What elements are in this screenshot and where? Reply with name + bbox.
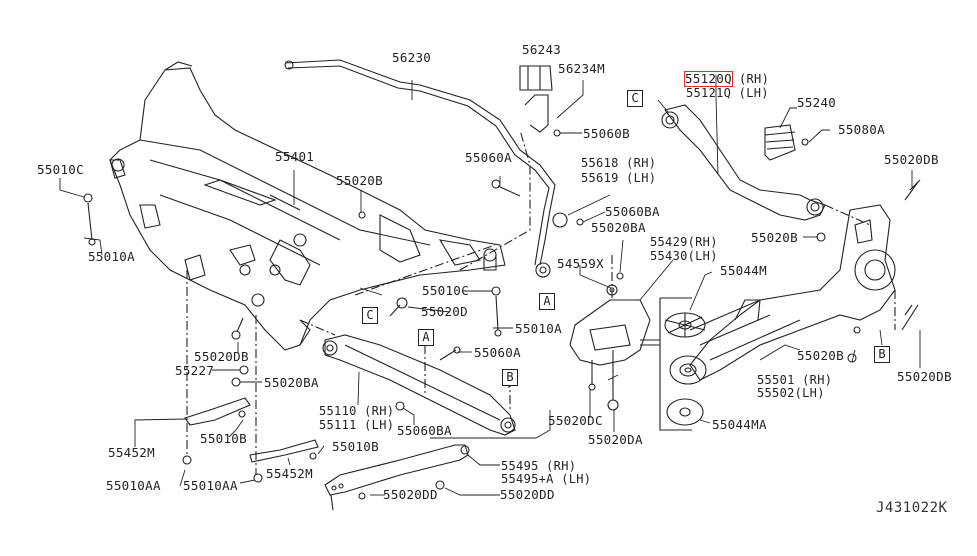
leader-lines — [60, 66, 920, 495]
part-label-55060b[interactable]: 55060B — [583, 126, 630, 141]
part-label-55401[interactable]: 55401 — [275, 149, 315, 164]
part-label-55121q[interactable]: 55121Q (LH) — [686, 86, 769, 100]
part-label-55110[interactable]: 55110 (RH) — [319, 404, 395, 418]
part-label-55010c[interactable]: 55010C — [422, 283, 469, 298]
upper-arm-drawing — [662, 105, 825, 220]
part-label-55452m[interactable]: 55452M — [108, 445, 155, 460]
part-label-55020ba[interactable]: 55020BA — [591, 220, 646, 235]
part-label-55020b[interactable]: 55020B — [797, 348, 844, 363]
callout-box-a: A — [539, 293, 555, 310]
part-label-55060ba[interactable]: 55060BA — [605, 204, 660, 219]
subframe-drawing — [110, 62, 505, 350]
part-label-55111[interactable]: 55111 (LH) — [319, 418, 395, 432]
callout-box-c: C — [362, 307, 378, 324]
part-label-55618[interactable]: 55618 (RH) — [581, 156, 657, 170]
stabilizer-bar-drawing — [285, 60, 583, 277]
callout-box-b: B — [874, 346, 890, 363]
part-label-55452m[interactable]: 55452M — [266, 466, 313, 481]
part-label-55060ba[interactable]: 55060BA — [397, 423, 452, 438]
diagram-reference-code: J431022K — [876, 500, 948, 516]
part-label-55429[interactable]: 55429(RH) — [650, 235, 718, 249]
part-label-55010c[interactable]: 55010C — [37, 162, 84, 177]
hardware-drawing — [84, 194, 856, 482]
part-label-55020db[interactable]: 55020DB — [897, 369, 952, 384]
part-label-55020ba[interactable]: 55020BA — [264, 375, 319, 390]
part-label-55020dd[interactable]: 55020DD — [383, 487, 438, 502]
part-label-55010a[interactable]: 55010A — [515, 321, 562, 336]
knuckle-drawing — [690, 180, 920, 380]
part-label-55495[interactable]: 55495 (RH) — [501, 459, 577, 473]
lower-arm-drawing — [323, 335, 515, 435]
part-label-55060a[interactable]: 55060A — [465, 150, 512, 165]
part-label-55120q-highlighted[interactable]: 55120Q — [684, 71, 733, 87]
part-label-54559x[interactable]: 54559X — [557, 256, 604, 271]
part-label-55240[interactable]: 55240 — [797, 95, 837, 110]
part-label-55020da[interactable]: 55020DA — [588, 432, 643, 447]
bracket-drawing — [185, 398, 318, 462]
callout-box-a: A — [418, 329, 434, 346]
part-label-56230[interactable]: 56230 — [392, 50, 432, 65]
part-label-55010b[interactable]: 55010B — [332, 439, 379, 454]
part-label-55010aa[interactable]: 55010AA — [106, 478, 161, 493]
part-label-55501[interactable]: 55501 (RH) — [757, 373, 833, 387]
part-label-55080a[interactable]: 55080A — [838, 122, 885, 137]
part-label-55020dc[interactable]: 55020DC — [548, 413, 603, 428]
part-label-55619[interactable]: 55619 (LH) — [581, 171, 657, 185]
part-label-55495a[interactable]: 55495+A (LH) — [501, 472, 592, 486]
part-label-55060a[interactable]: 55060A — [474, 345, 521, 360]
part-label-55430[interactable]: 55430(LH) — [650, 249, 718, 263]
part-label-56243[interactable]: 56243 — [522, 42, 562, 57]
part-label-55020db[interactable]: 55020DB — [194, 349, 249, 364]
callout-box-c: C — [627, 90, 643, 107]
part-label-55044ma[interactable]: 55044MA — [712, 417, 767, 432]
part-label-55020b[interactable]: 55020B — [751, 230, 798, 245]
part-label-55020dd[interactable]: 55020DD — [500, 487, 555, 502]
part-label-55010a[interactable]: 55010A — [88, 249, 135, 264]
part-label-55010b[interactable]: 55010B — [200, 431, 247, 446]
part-label-55227[interactable]: 55227 — [175, 363, 215, 378]
part-label-55020d[interactable]: 55020D — [421, 304, 468, 319]
part-label-55502[interactable]: 55502(LH) — [757, 386, 825, 400]
part-label-55020db[interactable]: 55020DB — [884, 152, 939, 167]
part-label-55020b[interactable]: 55020B — [336, 173, 383, 188]
part-label-55044m[interactable]: 55044M — [720, 263, 767, 278]
part-label-55010aa[interactable]: 55010AA — [183, 478, 238, 493]
callout-box-b: B — [502, 369, 518, 386]
part-label-55120q-side: (RH) — [739, 72, 770, 86]
part-label-56234m[interactable]: 56234M — [558, 61, 605, 76]
